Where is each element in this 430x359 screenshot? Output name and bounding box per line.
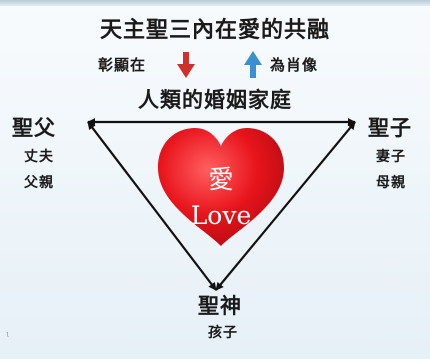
corner-mark: ι	[6, 330, 10, 340]
heart-love-character: 愛	[208, 165, 233, 194]
as-image-label: 為肖像	[270, 56, 319, 74]
diagram-title: 天主聖三內在愛的共融	[99, 17, 330, 43]
father-role-husband: 丈夫	[24, 149, 54, 165]
reveal-in-label: 彰顯在	[98, 56, 147, 74]
father-spirit-arrow	[87, 121, 217, 291]
father-title: 聖父	[12, 115, 56, 140]
son-title: 聖子	[368, 115, 412, 140]
son-spirit-arrow	[215, 121, 356, 291]
spirit-title: 聖神	[198, 293, 242, 318]
top-strip	[0, 0, 430, 6]
family-label: 人類的婚姻家庭	[138, 87, 292, 112]
father-role-father: 父親	[24, 175, 54, 191]
down-arrow-icon	[177, 52, 195, 78]
heart-love-word: Love	[191, 201, 252, 230]
up-arrow-icon	[244, 51, 262, 78]
spirit-role-child: 孩子	[208, 325, 238, 341]
son-role-mother: 母親	[376, 175, 406, 191]
son-role-wife: 妻子	[376, 149, 406, 165]
